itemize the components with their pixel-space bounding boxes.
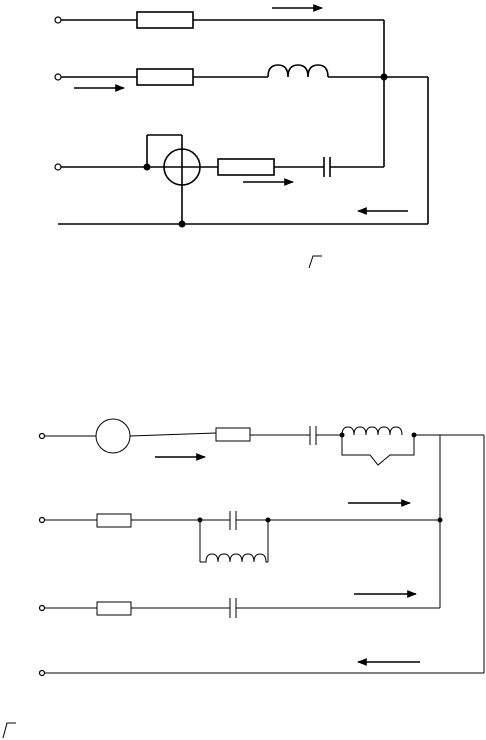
top-branch-2 (54, 64, 388, 92)
inductor-bottom-2 (200, 553, 268, 563)
terminal-bottom-3 (38, 604, 46, 612)
inductor-bottom-1 (341, 426, 403, 436)
resistor-bottom-1 (215, 427, 251, 442)
terminal-bottom-2 (38, 516, 46, 524)
top-branch-3 (54, 77, 385, 224)
terminal-bottom-4 (38, 669, 46, 677)
bottom-branch-2 (38, 499, 443, 563)
resistor-bottom-3 (96, 601, 132, 616)
top-circuit (54, 4, 429, 269)
bottom-circuit (2, 418, 485, 739)
resistor-bottom-2 (96, 513, 132, 528)
inductor-bottom-1-bypass (341, 435, 415, 466)
terminal-top-2 (54, 73, 62, 81)
resistor-top-3 (217, 158, 275, 176)
top-return (58, 76, 429, 228)
bottom-branch-1 (38, 418, 441, 520)
terminal-top-3 (54, 163, 62, 171)
sqrt-mark-top (308, 255, 322, 269)
bottom-branch-3 (38, 520, 441, 618)
bottom-return (38, 434, 485, 677)
resistor-top-1 (136, 11, 194, 29)
sqrt-mark-bottom (2, 722, 16, 739)
resistor-top-2 (136, 68, 194, 86)
top-branch-1 (54, 4, 385, 77)
meter-bottom (95, 418, 131, 454)
inductor-top (267, 64, 329, 78)
terminal-top-1 (54, 16, 62, 24)
terminal-bottom-1 (38, 432, 46, 440)
